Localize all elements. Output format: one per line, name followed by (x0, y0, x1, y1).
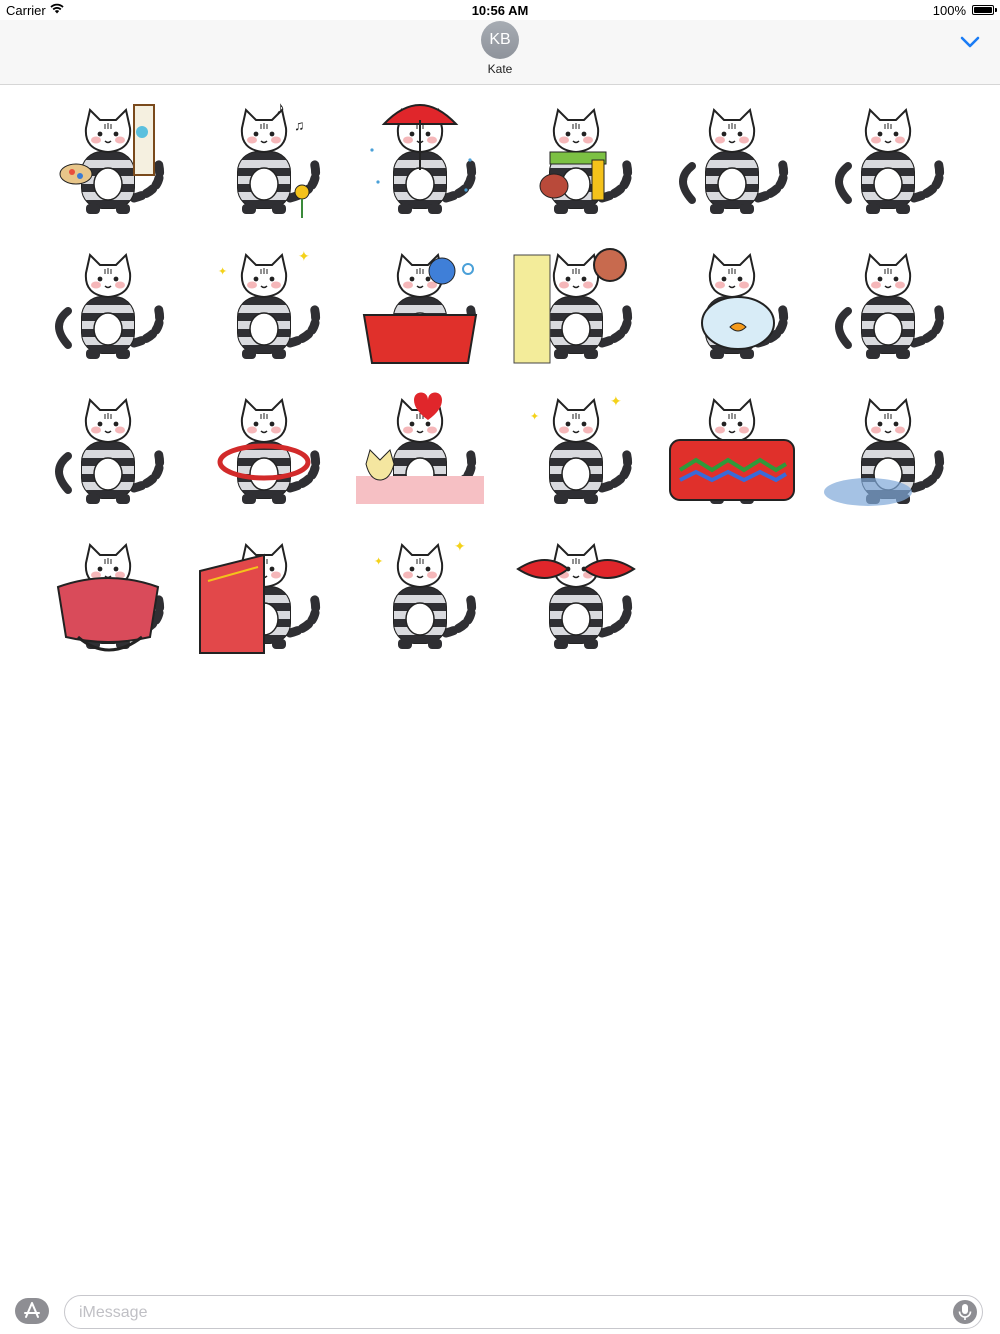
cat-meditating-sticker[interactable]: ✦✦ (506, 380, 646, 518)
cat-waving-sparkle-sticker[interactable]: ✦✦ (194, 235, 334, 373)
chevron-down-icon[interactable] (958, 32, 982, 52)
cat-painter-sticker[interactable] (38, 90, 178, 228)
sticker-grid: ♪♫ (30, 90, 970, 670)
cat-puddle-sticker[interactable] (818, 380, 958, 518)
carrier-label: Carrier (6, 3, 46, 18)
battery-tip (995, 8, 997, 12)
app-store-icon (24, 1302, 40, 1318)
cat-fish-eyes-sticker[interactable] (506, 525, 646, 663)
avatar[interactable]: KB (481, 21, 519, 59)
cat-lying-white-sticker[interactable] (38, 235, 178, 373)
battery-icon (972, 5, 994, 15)
svg-text:✦: ✦ (374, 556, 383, 568)
cat-stretching-sticker[interactable] (38, 380, 178, 518)
svg-text:♫: ♫ (294, 117, 305, 133)
microphone-button[interactable] (953, 1300, 977, 1324)
wifi-icon (50, 3, 64, 14)
cat-singing-flower-sticker[interactable]: ♪♫ (194, 90, 334, 228)
svg-text:♪: ♪ (276, 98, 285, 118)
message-input[interactable] (77, 1302, 941, 1324)
cat-book-sticker[interactable] (194, 525, 334, 663)
microphone-icon (958, 1304, 972, 1320)
contact-name[interactable]: Kate (487, 62, 513, 76)
cat-fishbowl-sticker[interactable] (662, 235, 802, 373)
svg-text:✦: ✦ (218, 266, 227, 278)
cat-scarf-tea-sticker[interactable] (506, 90, 646, 228)
cat-basketball-sticker[interactable] (506, 235, 646, 373)
conversation-header: KB Kate (0, 20, 1000, 85)
svg-text:✦: ✦ (610, 393, 622, 409)
cat-bathtub-sticker[interactable] (350, 235, 490, 373)
cat-dancing-sticker[interactable] (818, 235, 958, 373)
status-bar: Carrier 10:56 AM 100% (0, 0, 1000, 20)
status-time: 10:56 AM (471, 3, 529, 18)
cat-handbag-sticker[interactable] (38, 525, 178, 663)
svg-text:✦: ✦ (298, 248, 310, 264)
battery-percent: 100% (932, 3, 966, 18)
message-field[interactable] (64, 1295, 983, 1329)
cat-surprised-sticker[interactable]: ✦✦ (350, 525, 490, 663)
svg-text:✦: ✦ (454, 538, 466, 554)
cat-in-basket-sticker[interactable] (662, 380, 802, 518)
cat-hula-hoop-sticker[interactable] (194, 380, 334, 518)
cat-couple-hearts-sticker[interactable] (350, 380, 490, 518)
cat-upside-down-sticker[interactable] (818, 90, 958, 228)
cat-jumping-sticker[interactable] (662, 90, 802, 228)
cat-umbrella-rain-sticker[interactable] (350, 90, 490, 228)
svg-text:✦: ✦ (530, 411, 539, 423)
compose-bar (0, 1290, 1000, 1334)
app-store-button[interactable] (15, 1298, 49, 1324)
